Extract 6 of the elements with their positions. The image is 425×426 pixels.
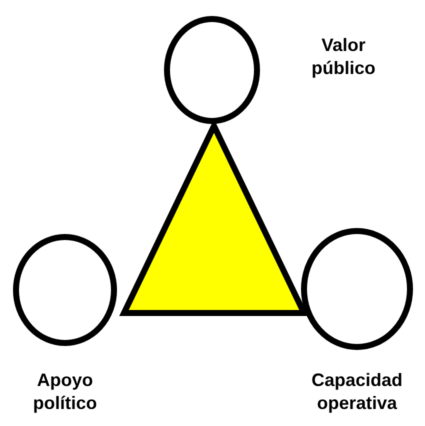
circle-shape [301, 228, 413, 350]
node-caption: Apoyo político [32, 369, 98, 415]
node-caption: Capacidad operativa [310, 369, 404, 415]
circle-shape [164, 16, 260, 124]
circle-shape [13, 234, 117, 346]
node-caption: Valor público [310, 34, 376, 80]
